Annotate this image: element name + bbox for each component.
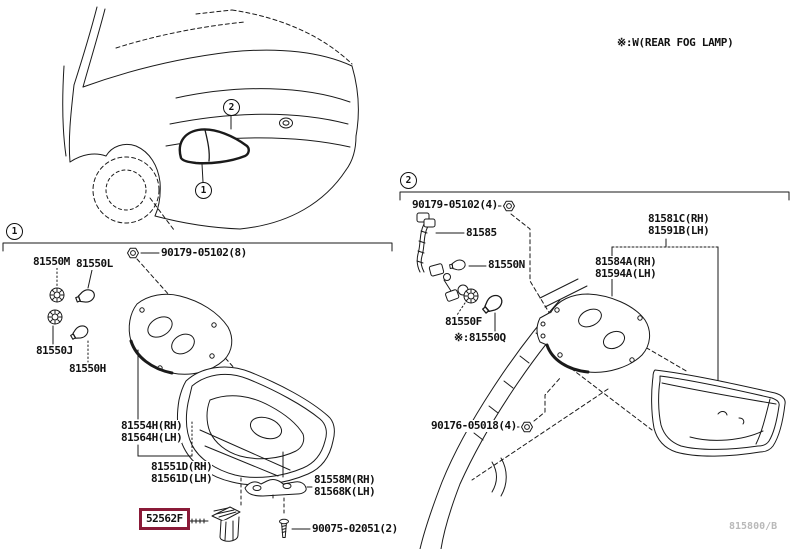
part-label-81558M-81568K[interactable]: 81558M(RH) 81568K(LH) — [314, 473, 376, 498]
section-1-label-lines — [137, 349, 313, 530]
lamp-81581C-drawing — [651, 369, 786, 457]
part-label-81551D-81561D[interactable]: 81551D(RH) 81561D(LH) — [151, 460, 213, 485]
part-label-lh: 81561D(LH) — [151, 471, 213, 485]
part-label-rh: 81551D(RH) — [151, 460, 213, 473]
bulb-icon-81550L — [73, 287, 97, 306]
callout-2-inner-lamp: 2 — [223, 99, 240, 116]
nut-icon — [127, 247, 139, 259]
part-label-90179-05102-4[interactable]: 90179-05102(4) — [412, 198, 498, 211]
part-label-lh: 81591B(LH) — [648, 223, 710, 237]
gasket-81584A-drawing — [536, 293, 650, 374]
figure-code-watermark: 815800/B — [729, 521, 778, 532]
part-label-rh: 81581C(RH) — [648, 212, 710, 225]
part-label-90075-02051-2[interactable]: 90075-02051(2) — [312, 522, 398, 535]
harness-81585-drawing — [416, 212, 460, 302]
part-label-lh: 81564H(LH) — [121, 430, 183, 444]
section-2-bracket — [399, 191, 790, 201]
gasket-81554H-drawing — [128, 293, 233, 375]
part-label-90179-05102-8[interactable]: 90179-05102(8) — [161, 246, 247, 259]
tail-lamp-highlight — [178, 128, 250, 165]
clip-52562F-drawing — [211, 506, 241, 542]
nut-icon — [503, 200, 515, 212]
part-label-81584A-81594A[interactable]: 81584A(RH) 81594A(LH) — [595, 255, 657, 280]
nut-icon — [521, 421, 533, 433]
bracket-81558M-drawing — [244, 479, 307, 499]
part-label-81550Q[interactable]: ※:81550Q — [454, 331, 506, 344]
socket-icon-81550F — [457, 284, 479, 304]
part-label-rh: 81554H(RH) — [121, 419, 183, 432]
part-label-90176-05018-4[interactable]: 90176-05018(4) — [431, 419, 517, 432]
part-label-81554H-81564H[interactable]: 81554H(RH) 81564H(LH) — [121, 419, 183, 444]
lens-81551D-drawing — [176, 366, 335, 486]
part-label-81550N[interactable]: 81550N — [488, 258, 525, 271]
quarter-panel-sketch — [419, 278, 609, 549]
rear-fog-lamp-note: ※:W(REAR FOG LAMP) — [617, 36, 734, 49]
part-label-81550H[interactable]: 81550H — [69, 362, 106, 375]
part-label-lh: 81568K(LH) — [314, 484, 376, 498]
part-label-81581C-81591B[interactable]: 81581C(RH) 81591B(LH) — [648, 212, 710, 237]
part-label-81550F[interactable]: 81550F — [445, 315, 482, 328]
section-1-bracket — [2, 242, 393, 252]
selected-part-label-52562F[interactable]: 52562F — [139, 508, 190, 530]
screw-icon — [279, 518, 289, 538]
section-1-marker: 1 — [6, 223, 23, 240]
bulb-icon-81550Q — [479, 291, 506, 317]
part-label-81550M[interactable]: 81550M — [33, 255, 70, 268]
part-label-rh: 81558M(RH) — [314, 473, 376, 486]
part-label-81550J[interactable]: 81550J — [36, 344, 73, 357]
socket-icon-81550J — [47, 309, 63, 325]
callout-1-outer-lamp: 1 — [195, 182, 212, 199]
part-label-rh: 81584A(RH) — [595, 255, 657, 268]
section-2-marker: 2 — [400, 172, 417, 189]
bulb-icon-81550H — [68, 322, 91, 343]
part-label-lh: 81594A(LH) — [595, 266, 657, 280]
vehicle-rear-sketch — [62, 6, 359, 231]
part-label-81550L[interactable]: 81550L — [76, 257, 113, 270]
socket-icon-81550M — [49, 287, 65, 303]
bulb-icon-81550N — [448, 258, 467, 272]
part-label-81585[interactable]: 81585 — [466, 226, 497, 239]
